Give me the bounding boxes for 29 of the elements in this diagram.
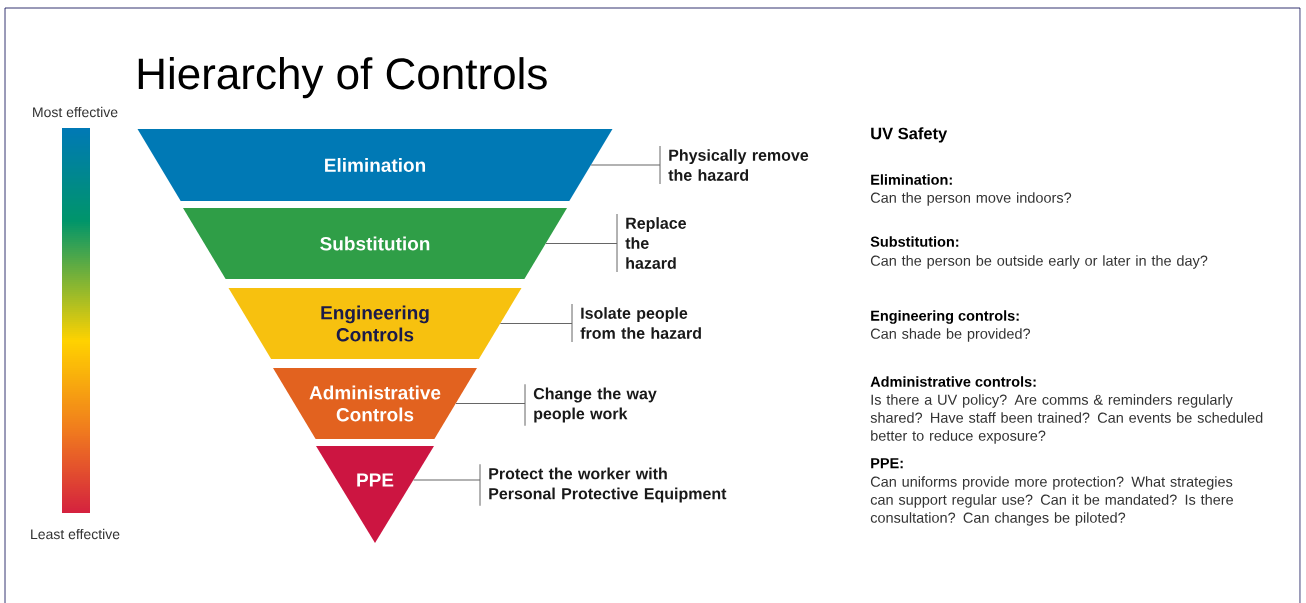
section-text: Can uniforms provide more protection? What strategies can support regular use? Can it be mandated? Is there consultation? Can changes be piloted? bbox=[870, 476, 1233, 526]
leader-line bbox=[455, 403, 526, 404]
scale-label: Most effective bbox=[33, 106, 118, 118]
description-text: Physically remove the hazard bbox=[668, 149, 809, 181]
section-heading: PPE: bbox=[871, 458, 903, 469]
title: Hierarchy of Controls bbox=[138, 57, 547, 99]
section-heading: Administrative controls: bbox=[870, 376, 1036, 387]
section-heading: Elimination: bbox=[871, 174, 952, 185]
description-text: Change the way people work bbox=[533, 387, 657, 423]
funnel-band: PPE bbox=[316, 446, 434, 543]
description-text: Protect the worker with Personal Protective Equipment bbox=[489, 467, 727, 503]
description-text: Isolate people from the hazard bbox=[580, 307, 701, 339]
section-text: Is there a UV policy? Are comms & reminders regularly shared? Have staff been trained? Can events be scheduled better to reduce exposure? bbox=[870, 394, 1263, 444]
scale-label: Least effective bbox=[31, 528, 120, 540]
funnel-band: Engineering Controls bbox=[228, 288, 522, 359]
section-text: Can the person be outside early or later in the day? bbox=[870, 255, 1208, 269]
section-heading: Engineering controls: bbox=[871, 310, 1019, 324]
funnel-band: Substitution bbox=[183, 208, 567, 279]
section-text: Can the person move indoors? bbox=[870, 192, 1072, 206]
description-text: Replace the hazard bbox=[625, 217, 686, 269]
section-heading: Substitution: bbox=[870, 236, 959, 247]
funnel-band: Administrative Controls bbox=[273, 368, 477, 439]
section-text: Can shade be provided? bbox=[870, 328, 1031, 342]
funnel-band: Elimination bbox=[137, 129, 613, 201]
leader-line bbox=[545, 243, 618, 244]
leader-line bbox=[499, 323, 573, 324]
leader-line bbox=[413, 479, 481, 481]
panel-heading: UV Safety bbox=[871, 127, 948, 143]
leader-line bbox=[590, 164, 661, 166]
